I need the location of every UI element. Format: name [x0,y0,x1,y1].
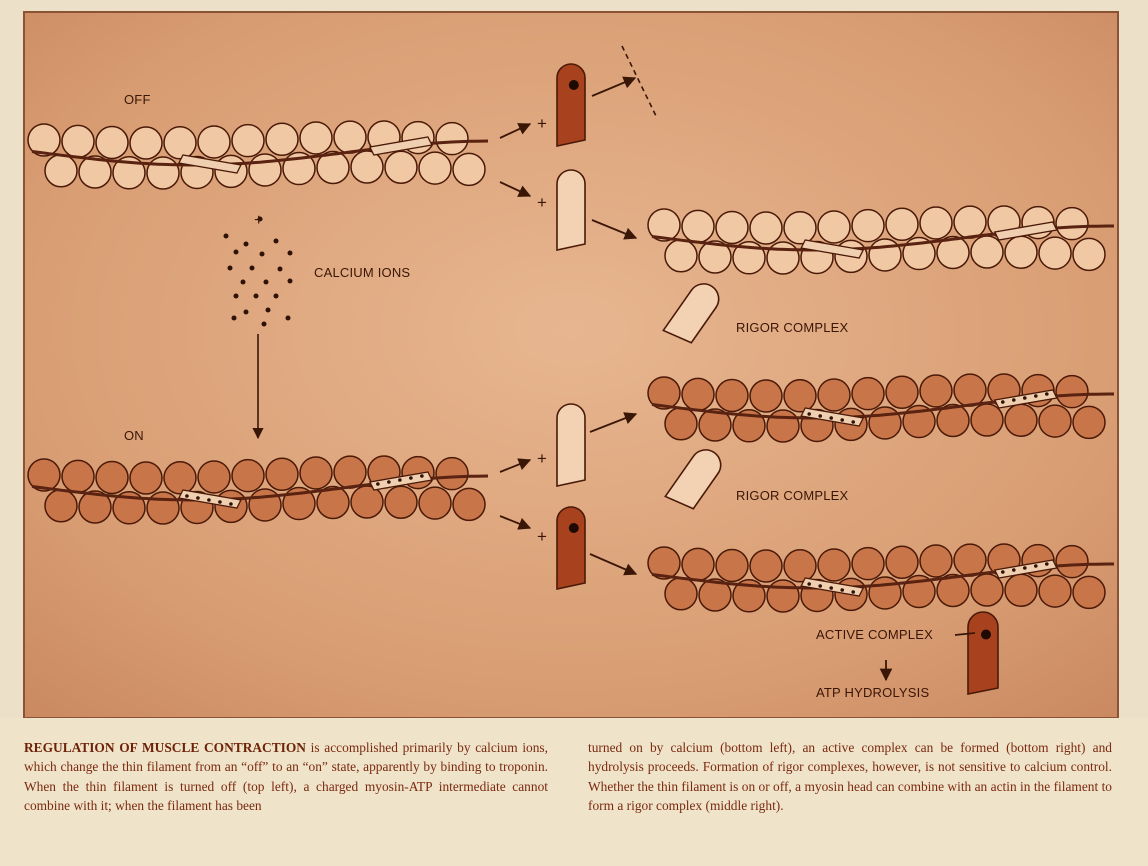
label-calcium-ions: CALCIUM IONS [314,265,410,280]
label-off: OFF [124,92,151,107]
caption-title: REGULATION OF MUSCLE CONTRACTION [24,740,306,755]
myosin-charged-top [557,64,585,146]
label-rigor-complex-top: RIGOR COMPLEX [736,320,848,335]
label-active-complex: ACTIVE COMPLEX [816,627,933,642]
label-rigor-complex-middle: RIGOR COMPLEX [736,488,848,503]
myosin-uncharged-bottom [557,404,585,486]
svg-text:+: + [537,193,547,212]
myosin-uncharged-top [557,170,585,250]
label-on: ON [124,428,144,443]
myosin-charged-bottom [557,507,585,589]
caption-right-text: turned on by calcium (bottom left), an a… [588,738,1112,816]
caption-left-column: REGULATION OF MUSCLE CONTRACTION is acco… [24,738,548,816]
caption-right-column: turned on by calcium (bottom left), an a… [588,738,1112,816]
label-atp-hydrolysis: ATP HYDROLYSIS [816,685,929,700]
svg-text:+: + [537,114,547,133]
myosin-active-head [968,612,998,694]
svg-text:+: + [537,527,547,546]
svg-text:+: + [254,212,263,229]
svg-text:+: + [537,449,547,468]
